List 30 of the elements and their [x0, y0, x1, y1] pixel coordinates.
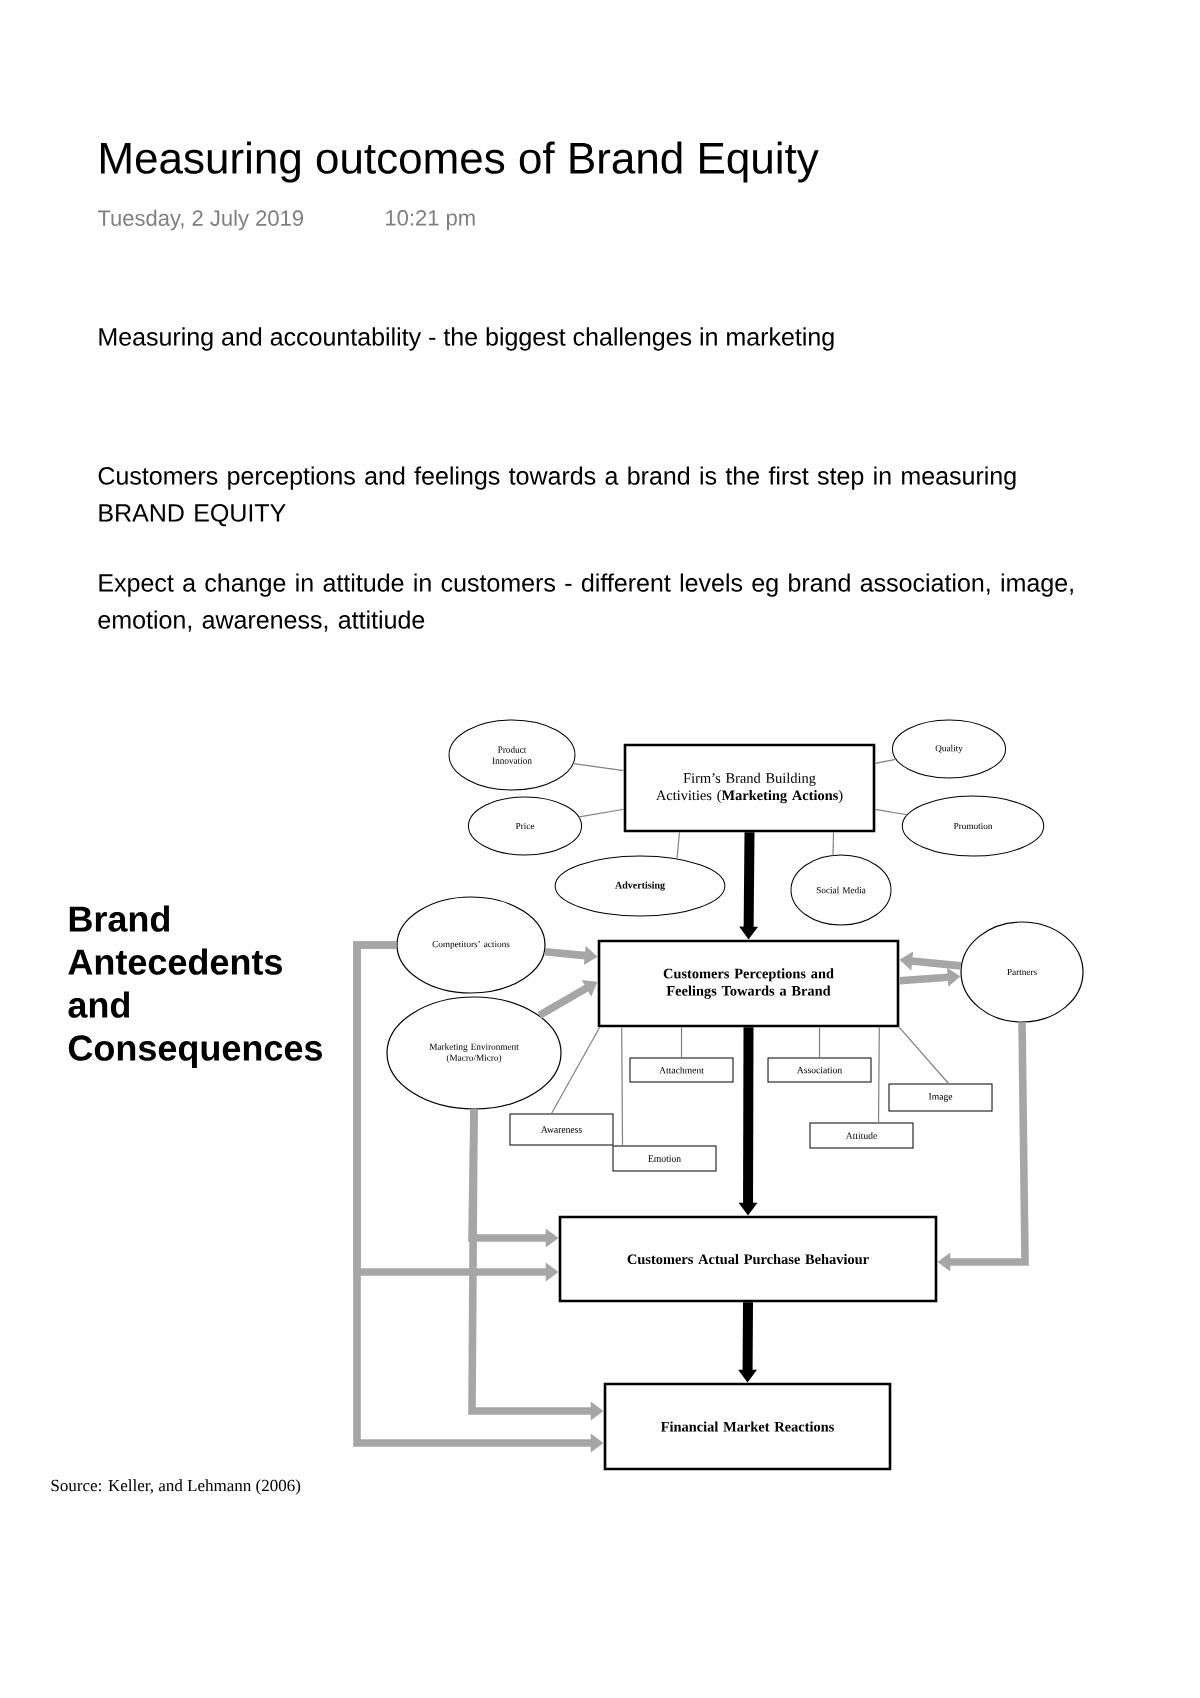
connector-line — [676, 831, 681, 860]
paragraph: Customers perceptions and feelings towards a brand is the first step in measuring BRAND EQUITY — [98, 466, 1016, 527]
connector-line — [621, 1026, 624, 1147]
connector-line — [877, 1026, 880, 1124]
process-box: Customers Perceptions and Feelings Towards a Brand — [597, 939, 900, 1028]
date: Tuesday, 2 July 2019 — [97, 209, 303, 231]
connector-line — [818, 1026, 821, 1059]
source-caption: Source: Keller, and Lehmann (2006) — [51, 1479, 301, 1495]
process-box: Financial Market Reactions — [603, 1382, 892, 1471]
connector-line — [874, 808, 908, 816]
connector-line — [550, 1026, 601, 1115]
attribute-box: Association — [767, 1057, 872, 1083]
paragraph: Expect a change in attitude in customers - different levels eg brand association, image, emotion, awareness, attitiude — [98, 573, 1073, 632]
connector-line — [874, 758, 897, 764]
connector-line — [680, 1026, 683, 1059]
attribute-box: Awareness — [509, 1113, 614, 1146]
connector-line — [898, 1026, 950, 1085]
paragraph: Measuring and accountability - the biggest challenges in marketing — [99, 327, 834, 351]
connector-line — [573, 763, 625, 772]
time: 10:21 pm — [386, 210, 475, 230]
attribute-box: Attachment — [629, 1057, 734, 1083]
attribute-box: Attitude — [809, 1122, 914, 1149]
connector-line — [578, 808, 625, 818]
attribute-box: Emotion — [612, 1145, 717, 1172]
title: Measuring outcomes of Brand Equity — [101, 141, 819, 183]
attribute-box: Image — [888, 1083, 993, 1112]
process-box: Customers Actual Purchase Behaviour — [558, 1215, 938, 1303]
connector-line — [832, 831, 835, 857]
side-heading: Brand Antecedents and Consequences — [68, 905, 322, 1068]
process-box: Firm’s Brand Building Activities (Marketing Actions) — [623, 743, 876, 833]
